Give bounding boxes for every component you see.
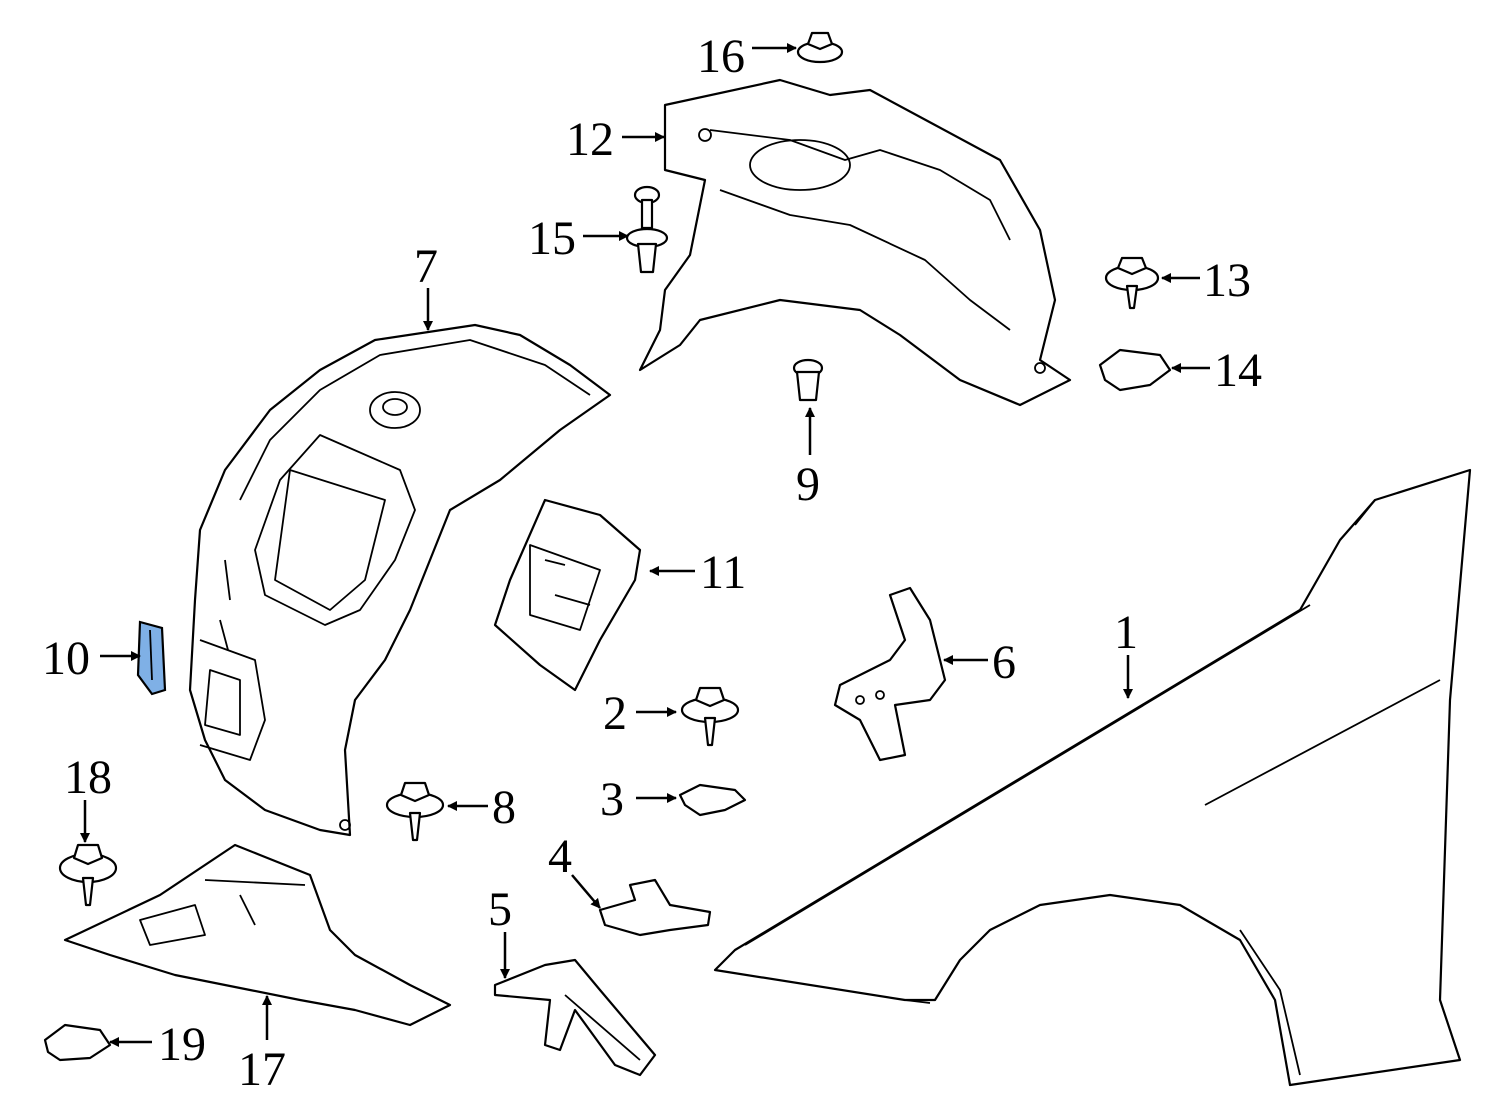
upper-liner-part-12[interactable] xyxy=(638,78,1072,407)
grommet-part-9[interactable] xyxy=(792,358,824,402)
bracket-part-4[interactable] xyxy=(598,878,712,937)
nut-clip-part-3[interactable] xyxy=(678,783,747,817)
bracket-part-5[interactable] xyxy=(493,958,657,1077)
callout-9: 9 xyxy=(796,458,820,511)
callout-17: 17 xyxy=(238,1043,286,1096)
push-pin-part-15[interactable] xyxy=(625,185,669,274)
callout-10: 10 xyxy=(42,632,90,685)
callout-7: 7 xyxy=(414,240,438,293)
bolt-part-16[interactable] xyxy=(796,31,844,64)
callout-11: 11 xyxy=(700,546,746,599)
splash-shield-part-17[interactable] xyxy=(63,843,452,1027)
callout-2: 2 xyxy=(603,687,627,740)
bolt-part-13[interactable] xyxy=(1104,256,1160,310)
callout-18: 18 xyxy=(64,751,112,804)
callout-1: 1 xyxy=(1114,606,1138,659)
callout-6: 6 xyxy=(992,636,1016,689)
fender-liner-part-7[interactable] xyxy=(188,323,612,837)
callout-4: 4 xyxy=(548,830,572,883)
bracket-part-10[interactable] xyxy=(136,620,167,696)
bracket-part-6[interactable] xyxy=(833,586,947,762)
leader-arrows xyxy=(80,43,1210,1047)
callout-19: 19 xyxy=(158,1018,206,1071)
callout-12: 12 xyxy=(566,113,614,166)
fender-part-1[interactable] xyxy=(713,468,1472,1087)
callout-8: 8 xyxy=(492,781,516,834)
callout-13: 13 xyxy=(1203,254,1251,307)
bolt-part-18[interactable] xyxy=(58,843,118,907)
callout-3: 3 xyxy=(600,773,624,826)
bolt-part-8[interactable] xyxy=(385,781,445,842)
callout-15: 15 xyxy=(528,212,576,265)
insulator-part-11[interactable] xyxy=(493,498,642,692)
nut-clip-part-19[interactable] xyxy=(43,1023,112,1062)
callout-5: 5 xyxy=(488,883,512,936)
callout-labels: 1 2 3 4 5 6 7 8 9 10 11 12 13 14 15 16 1… xyxy=(42,30,1262,1096)
callout-16: 16 xyxy=(697,30,745,83)
nut-clip-part-14[interactable] xyxy=(1098,348,1172,392)
callout-14: 14 xyxy=(1214,344,1262,397)
bolt-part-2[interactable] xyxy=(680,686,740,747)
